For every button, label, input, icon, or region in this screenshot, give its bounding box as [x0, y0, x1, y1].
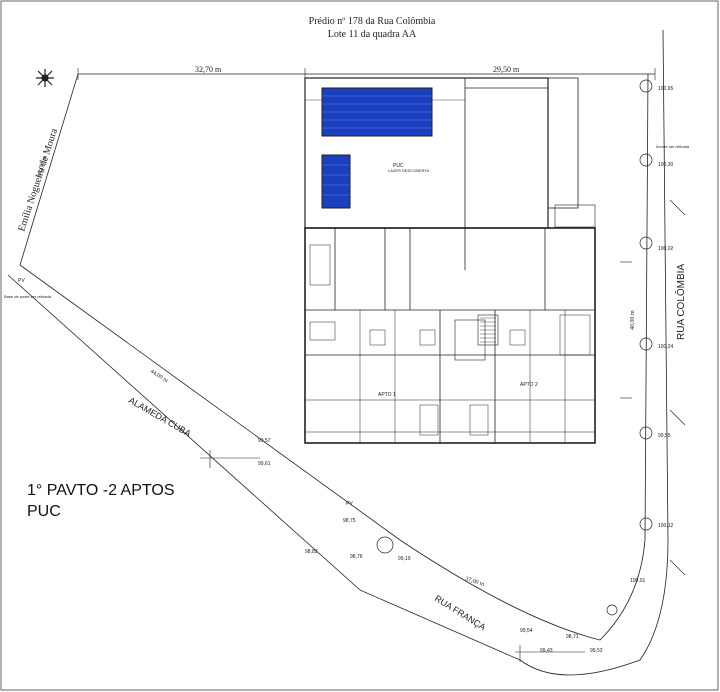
- floor-label: 1° PAVTO -2 APTOS: [27, 482, 175, 499]
- elev-3: 100,02: [658, 246, 674, 252]
- elev-8: 99,57: [258, 438, 271, 444]
- dim-diag-franca: 37,00 m: [464, 576, 485, 588]
- north-arrow-icon: [36, 69, 54, 87]
- building-footprint: [304, 77, 596, 444]
- note-pole-removal: Base de poste ser retirada: [4, 294, 52, 299]
- elev-1: 100,65: [658, 86, 674, 92]
- elev-14: 98,71: [566, 634, 579, 640]
- room-puc-label: PUC: [393, 163, 404, 169]
- lot-boundary: [7, 29, 669, 676]
- elev-11: 98,76: [350, 554, 363, 560]
- title-line-1: Prédio nº 178 da Rua Colômbia: [308, 16, 436, 27]
- elev-6: 100,12: [658, 523, 674, 529]
- room-apt-b: APTO 2: [520, 382, 538, 388]
- street-alameda: ALAMEDA CUBA: [127, 395, 193, 439]
- elev-5: 99,55: [658, 433, 671, 439]
- elev-4: 100,24: [658, 344, 674, 350]
- elev-12: 99,19: [398, 556, 411, 562]
- dim-top-left: 32,70 m: [195, 65, 222, 74]
- elev-13: 99,54: [520, 628, 533, 634]
- elev-7: 99,61: [258, 461, 271, 467]
- pool-small: [321, 154, 351, 209]
- elev-10: 98,82: [305, 549, 318, 555]
- title-line-2: Lote 11 da quadra AA: [327, 29, 417, 40]
- elev-17: 100,01: [630, 578, 646, 584]
- dim-right-side: 40,00 m: [630, 310, 636, 330]
- street-franca: RUA FRANÇA: [433, 593, 487, 632]
- street-colombia: RUA COLÔMBIA: [674, 264, 687, 340]
- note-tree-removal: Árvore ser retirada: [656, 144, 690, 149]
- room-puc-sub: LAZER DESCOBERTA: [388, 168, 430, 173]
- elev-2: 100,30: [658, 162, 674, 168]
- tree-markers: [376, 79, 653, 616]
- pv-marker: PV: [18, 278, 25, 284]
- stair-hatching: [480, 317, 496, 343]
- elev-16: 99,43: [540, 648, 553, 654]
- elev-9: 98,75: [343, 518, 356, 524]
- floor-sub-label: PUC: [27, 503, 61, 520]
- pv-marker-2: PV: [346, 501, 353, 507]
- cross-ticks: [200, 199, 686, 662]
- room-apt-a: APTO 1: [378, 392, 396, 398]
- street-emilia: Emília Nogueira de Moura: [16, 127, 60, 233]
- pool-large: [321, 87, 433, 137]
- dim-top-right: 29,50 m: [493, 65, 520, 74]
- elev-15: 99,53: [590, 648, 603, 654]
- elevation-labels: 100,65 100,30 100,02 100,24 99,55 100,12…: [258, 86, 674, 654]
